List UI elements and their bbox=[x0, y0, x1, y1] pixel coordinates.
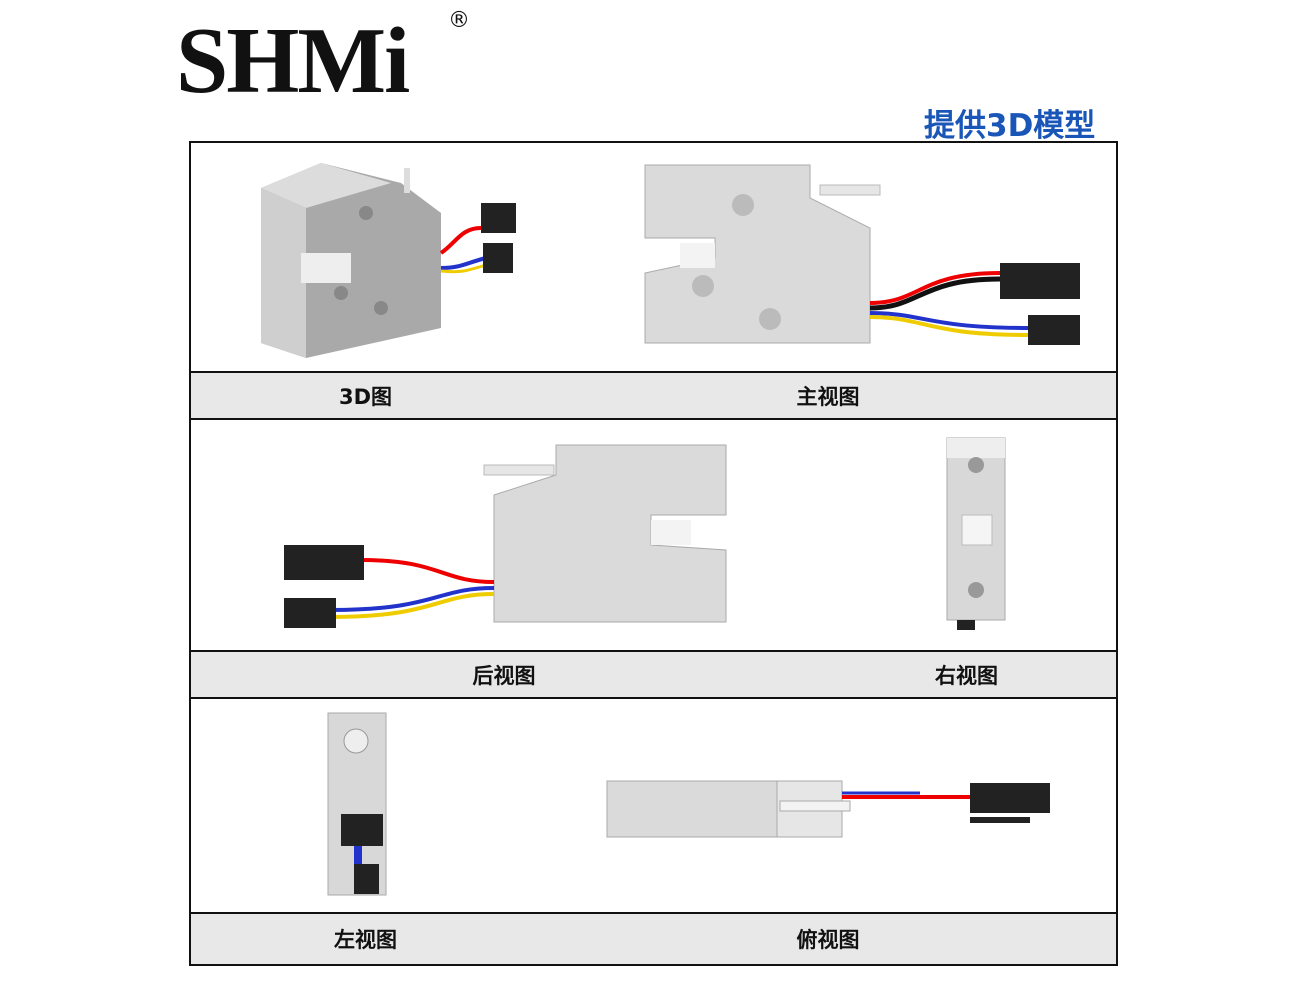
view-left: 左视图 bbox=[191, 699, 542, 964]
right-view-image bbox=[946, 437, 1006, 630]
view-top: 俯视图 bbox=[540, 699, 1116, 964]
tagline: 提供3D模型 bbox=[924, 108, 1096, 144]
view-label: 俯视图 bbox=[540, 912, 1116, 964]
view-label: 后视图 bbox=[191, 650, 817, 697]
view-label: 右视图 bbox=[817, 650, 1116, 697]
view-label: 左视图 bbox=[191, 912, 540, 964]
registered-mark: ® bbox=[448, 8, 470, 33]
front-view-image bbox=[644, 164, 1080, 345]
view-right: 右视图 bbox=[817, 420, 1116, 699]
brand-logo: SHMi bbox=[176, 9, 410, 113]
left-view-image bbox=[327, 712, 387, 896]
view-label: 主视图 bbox=[540, 371, 1116, 418]
views-grid: 3D图 主视图 后视图 bbox=[189, 141, 1118, 966]
back-view-image bbox=[284, 444, 727, 628]
3d-view-image bbox=[261, 163, 516, 358]
view-front: 主视图 bbox=[540, 143, 1116, 420]
view-3d: 3D图 bbox=[191, 143, 542, 420]
view-label: 3D图 bbox=[191, 371, 540, 418]
view-back: 后视图 bbox=[191, 420, 819, 699]
top-view-image bbox=[606, 780, 1050, 838]
